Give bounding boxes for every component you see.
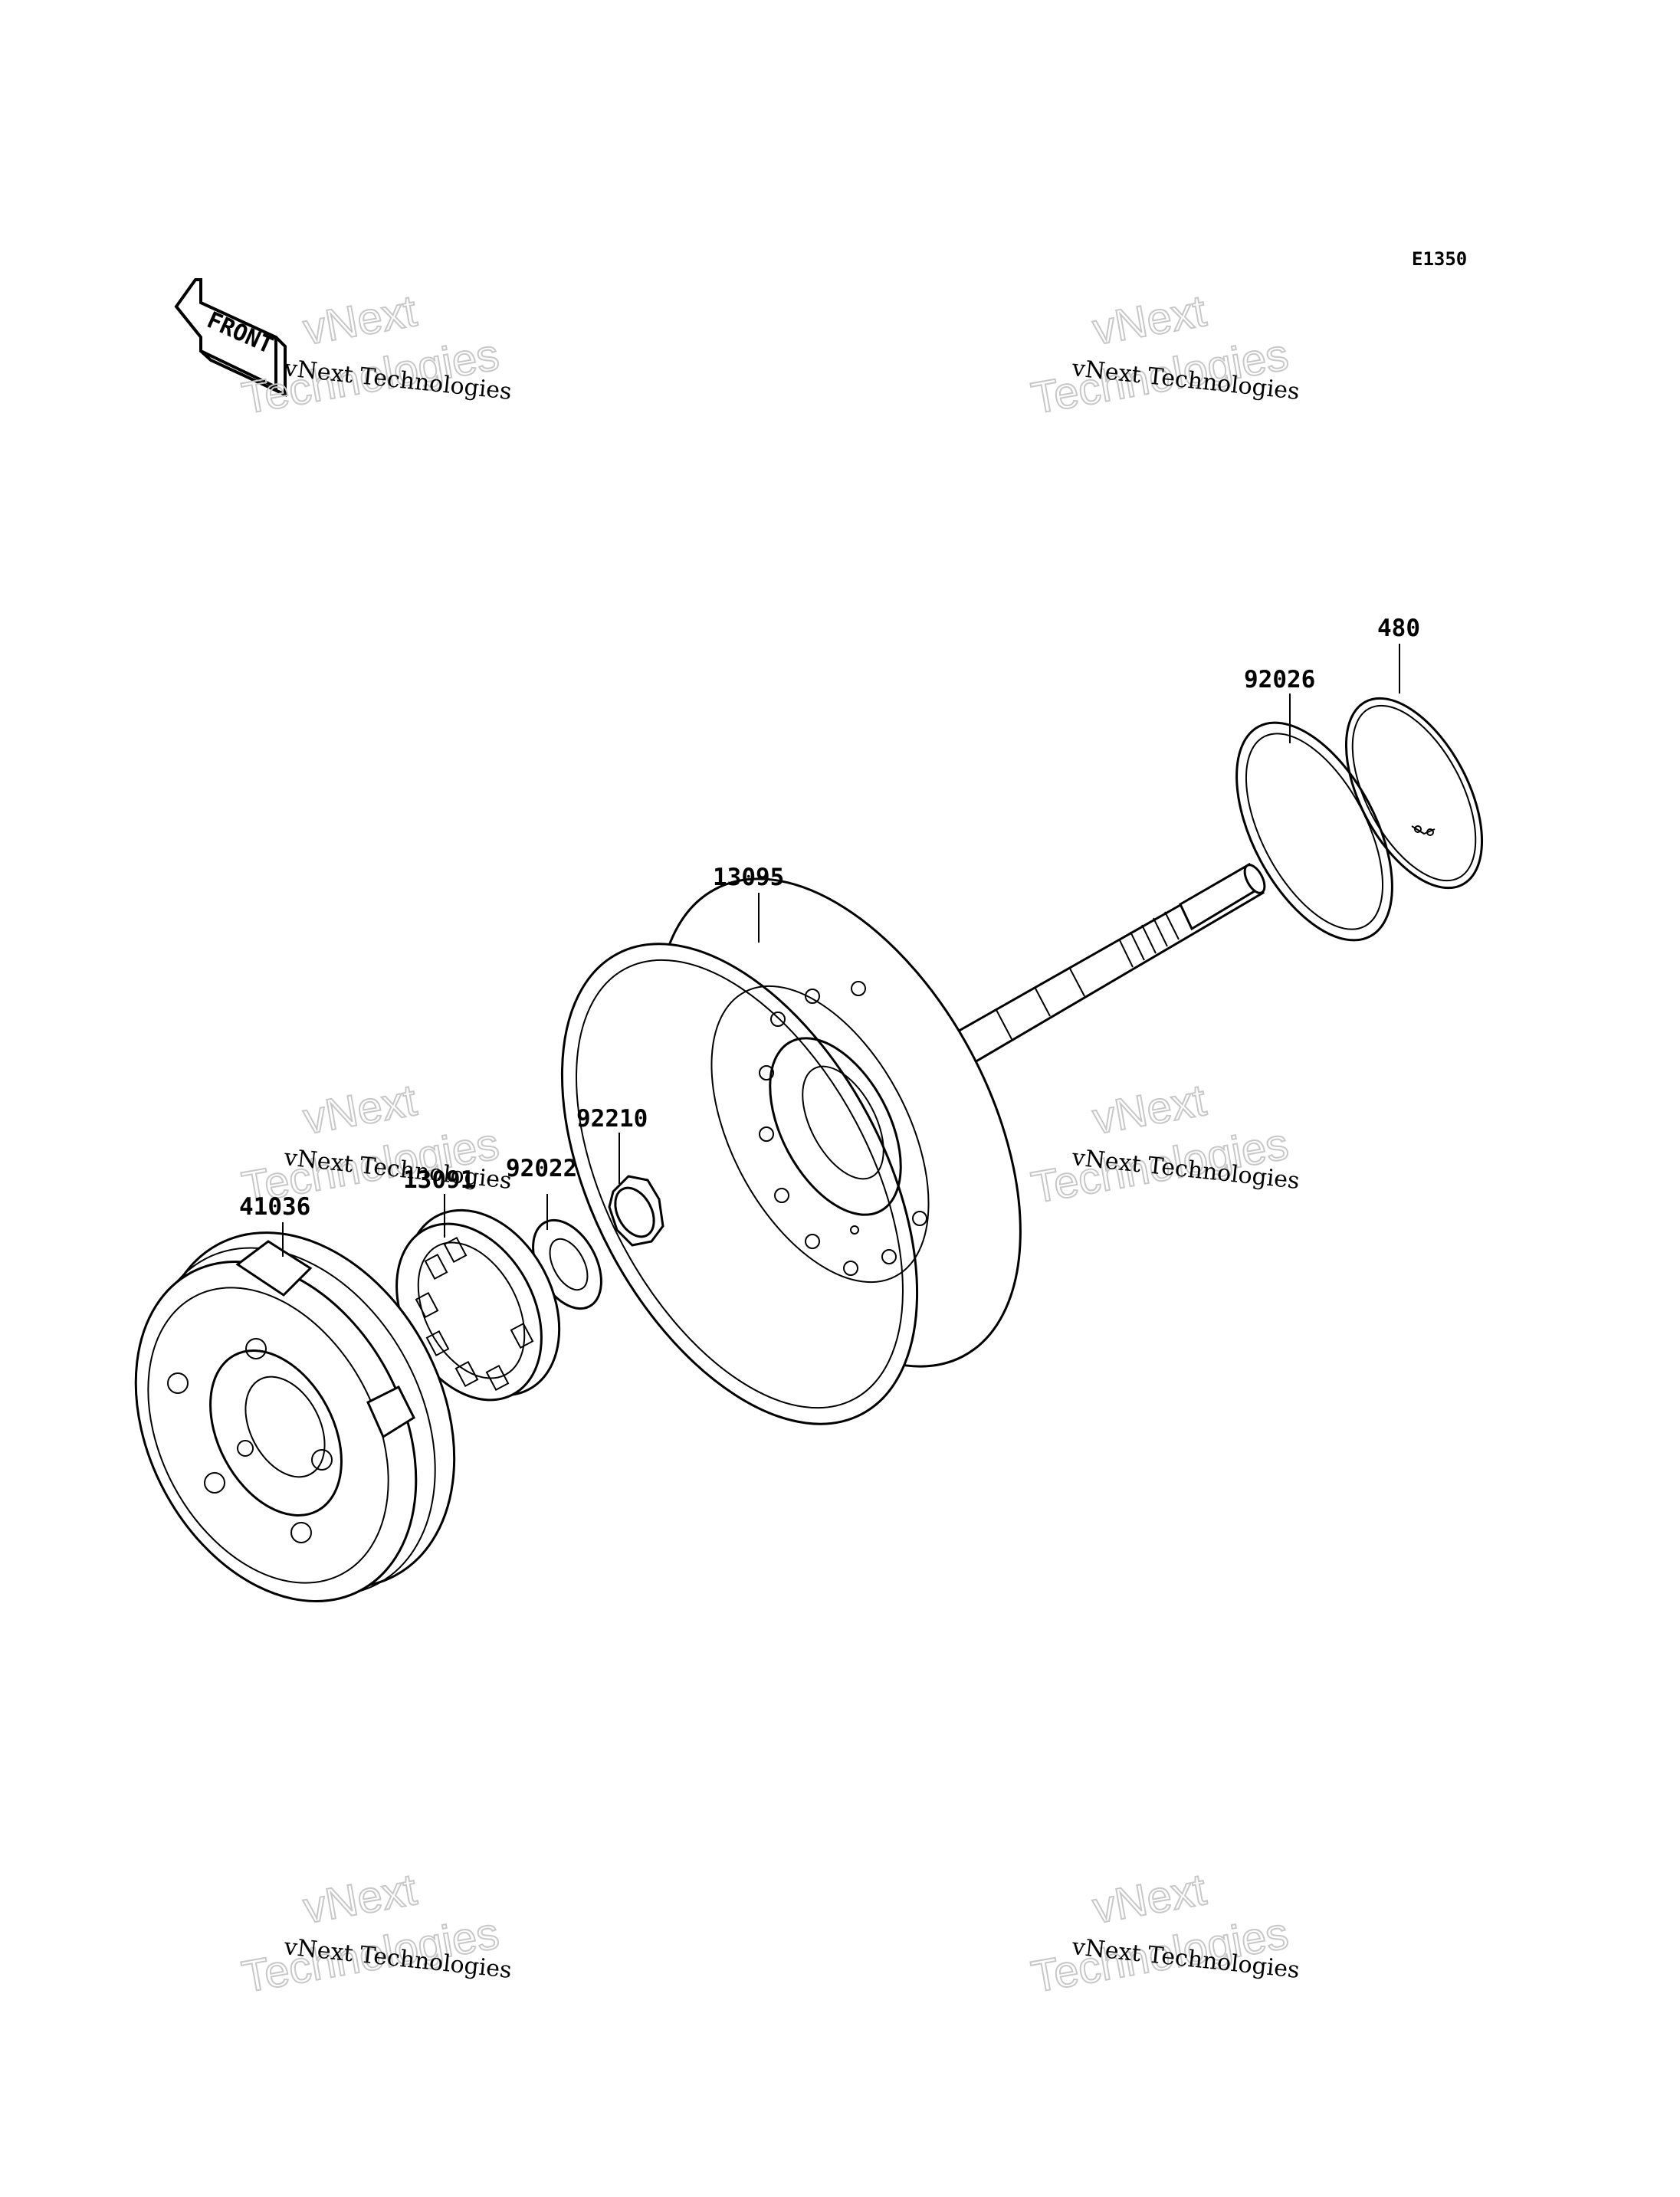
watermark-mid-right: vNext Technologies vNext Technologies — [1027, 1074, 1301, 1214]
label-92210: 92210 — [576, 1105, 648, 1133]
part-480-circlip — [1344, 697, 1484, 890]
label-13095: 13095 — [713, 864, 784, 891]
svg-text:vNext: vNext — [300, 286, 420, 355]
watermark-top-left: vNext Technologies vNext Technologies — [238, 285, 513, 425]
watermark-bottom-left: vNext Technologies vNext Technologies — [238, 1864, 513, 2003]
label-92022: 92022 — [506, 1155, 577, 1182]
part-92026-ring — [1235, 721, 1393, 942]
watermark-bottom-right: vNext Technologies vNext Technologies — [1027, 1864, 1301, 2003]
label-480: 480 — [1377, 615, 1420, 642]
svg-text:vNext: vNext — [1089, 286, 1209, 355]
svg-text:vNext: vNext — [300, 1864, 420, 1933]
part-41036-clutch-assembly — [134, 1231, 456, 1602]
svg-text:vNext: vNext — [1089, 1075, 1209, 1144]
label-41036: 41036 — [239, 1193, 310, 1221]
svg-text:vNext: vNext — [1089, 1864, 1209, 1933]
part-13095-drum-shaft — [560, 862, 1266, 1425]
diagram-code: E1350 — [1412, 248, 1467, 270]
label-13091: 13091 — [403, 1166, 474, 1194]
leader-lines — [282, 644, 1400, 1257]
watermark-top-right: vNext Technologies vNext Technologies — [1027, 285, 1301, 425]
part-13091-one-way-clutch — [395, 1208, 561, 1402]
svg-text:vNext: vNext — [300, 1075, 420, 1144]
part-92210-nut — [608, 1175, 664, 1247]
label-92026: 92026 — [1244, 666, 1315, 694]
